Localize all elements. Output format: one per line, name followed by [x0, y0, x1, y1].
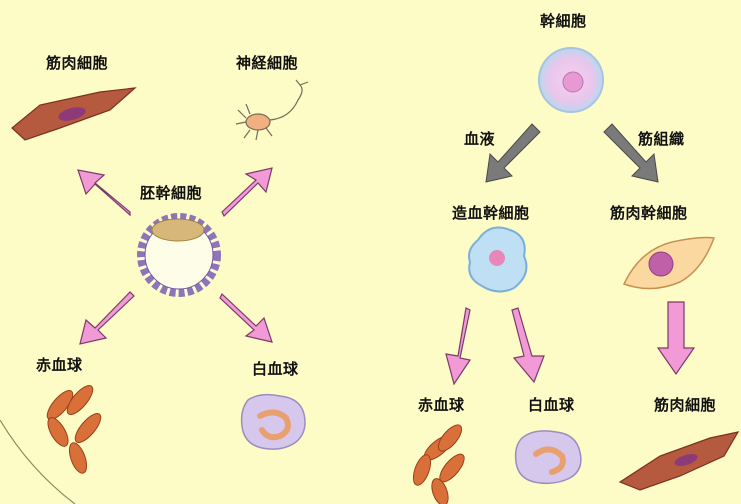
gray-arrows [486, 124, 658, 182]
arrow-to-white-blood [220, 294, 272, 342]
label-blood: 血液 [464, 128, 495, 149]
label-red-blood-cell-left: 赤血球 [36, 354, 83, 375]
arrow-to-red-blood [80, 292, 134, 344]
label-embryonic-stem-cell: 胚幹細胞 [140, 182, 202, 203]
muscle-stem-cell-image [624, 238, 714, 289]
blastocyst-image [141, 217, 217, 293]
arrow-to-red-blood-right [446, 308, 470, 384]
label-hematopoietic-stem-cell: 造血幹細胞 [452, 202, 530, 223]
label-stem-cell: 幹細胞 [540, 10, 587, 31]
nerve-cell-image [236, 80, 308, 140]
label-red-blood-cell-right: 赤血球 [418, 394, 465, 415]
muscle-cell-image [12, 88, 135, 140]
white-blood-cell-image-right [516, 431, 581, 483]
label-white-blood-cell-right: 白血球 [528, 394, 575, 415]
hematopoietic-stem-cell-image [469, 228, 526, 292]
red-blood-cells-image-right [410, 421, 468, 504]
label-muscle-stem-cell: 筋肉幹細胞 [610, 202, 688, 223]
arrow-to-muscle [78, 170, 130, 215]
arrow-to-muscle-cell-right [658, 302, 694, 374]
stem-cell-image [539, 48, 603, 112]
label-white-blood-cell-left: 白血球 [252, 358, 299, 379]
right-pink-arrows [446, 302, 694, 384]
label-muscle-cell-left: 筋肉細胞 [46, 52, 108, 73]
label-nerve-cell: 神経細胞 [236, 52, 298, 73]
white-blood-cell-image-left [242, 395, 305, 449]
red-blood-cells-image-left [43, 382, 105, 476]
arrow-to-white-blood-right [512, 308, 544, 382]
arrow-to-nerve [222, 168, 272, 216]
muscle-cell-image-right [620, 432, 738, 490]
label-muscle-tissue: 筋組織 [638, 128, 685, 149]
label-muscle-cell-right: 筋肉細胞 [654, 394, 716, 415]
